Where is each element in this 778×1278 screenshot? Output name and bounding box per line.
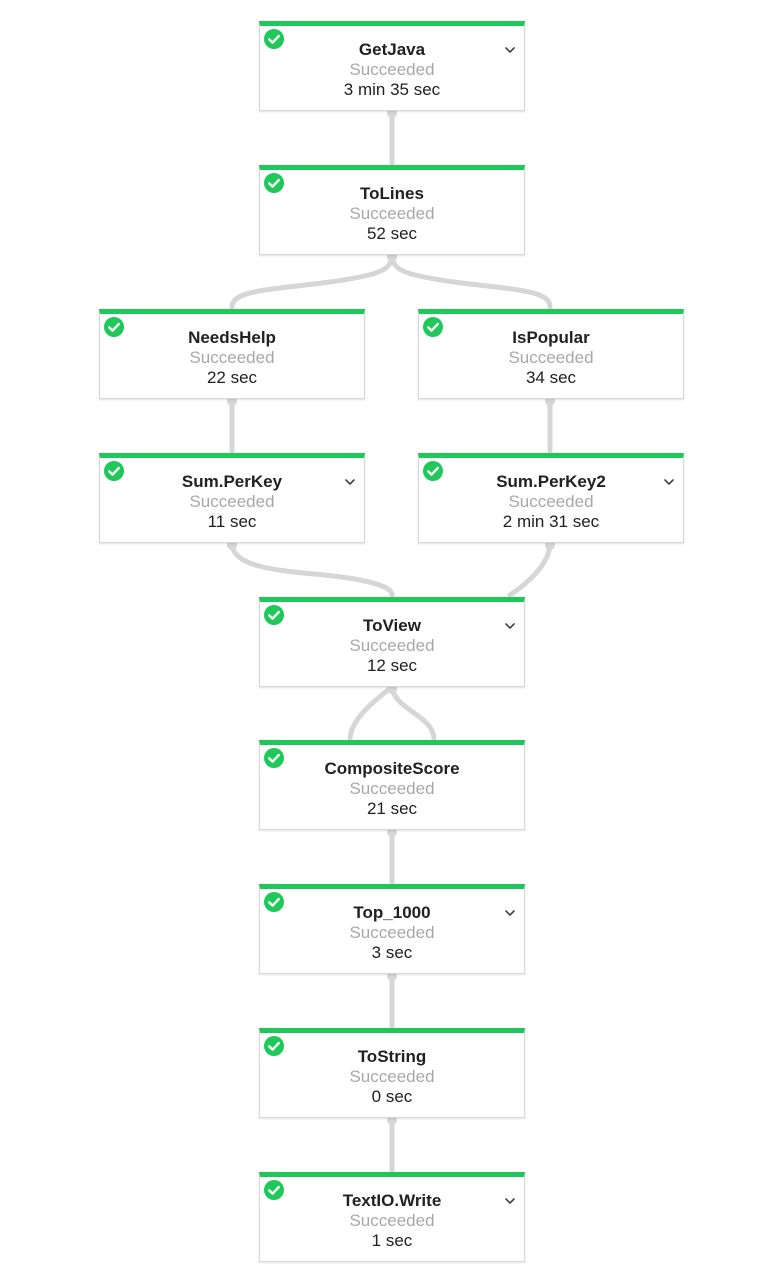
edge-sumperkey2-to-toview bbox=[507, 540, 553, 598]
step-status: Succeeded bbox=[508, 492, 594, 511]
step-duration: 3 sec bbox=[371, 943, 413, 962]
chevron-down-icon[interactable] bbox=[502, 42, 518, 58]
step-status: Succeeded bbox=[349, 1211, 435, 1230]
step-name: CompositeScore bbox=[324, 759, 460, 778]
chevron-down-icon[interactable] bbox=[661, 474, 677, 490]
step-name: Sum.PerKey2 bbox=[496, 472, 606, 491]
step-status: Succeeded bbox=[349, 636, 435, 655]
step-duration: 2 min 31 sec bbox=[502, 512, 600, 531]
step-duration: 3 min 35 sec bbox=[343, 80, 441, 99]
step-name: GetJava bbox=[358, 40, 426, 59]
step-status: Succeeded bbox=[349, 204, 435, 223]
step-duration: 34 sec bbox=[525, 368, 577, 387]
chevron-down-icon[interactable] bbox=[502, 905, 518, 921]
check-circle-icon bbox=[423, 461, 443, 481]
step-status: Succeeded bbox=[349, 779, 435, 798]
check-circle-icon bbox=[104, 461, 124, 481]
step-duration: 52 sec bbox=[366, 224, 418, 243]
check-circle-icon bbox=[264, 748, 284, 768]
check-circle-icon bbox=[264, 892, 284, 912]
step-duration: 1 sec bbox=[371, 1231, 413, 1250]
step-name: Sum.PerKey bbox=[181, 472, 283, 491]
step-name: IsPopular bbox=[512, 328, 590, 347]
check-circle-icon bbox=[264, 173, 284, 193]
check-circle-icon bbox=[423, 317, 443, 337]
chevron-down-icon[interactable] bbox=[342, 474, 358, 490]
step-name: ToLines bbox=[360, 184, 424, 203]
check-circle-icon bbox=[264, 1180, 284, 1200]
step-duration: 22 sec bbox=[206, 368, 258, 387]
edge-tolines-to-ispopular bbox=[389, 252, 553, 310]
check-circle-icon bbox=[264, 29, 284, 49]
step-name: NeedsHelp bbox=[188, 328, 276, 347]
step-name: ToView bbox=[363, 616, 421, 635]
step-duration: 21 sec bbox=[366, 799, 418, 818]
chevron-down-icon[interactable] bbox=[502, 618, 518, 634]
step-name: ToString bbox=[357, 1047, 427, 1066]
step-status: Succeeded bbox=[349, 60, 435, 79]
step-duration: 11 sec bbox=[207, 512, 257, 531]
step-status: Succeeded bbox=[508, 348, 594, 367]
step-status: Succeeded bbox=[349, 923, 435, 942]
check-circle-icon bbox=[104, 317, 124, 337]
step-status: Succeeded bbox=[189, 492, 275, 511]
step-duration: 12 sec bbox=[366, 656, 418, 675]
check-circle-icon bbox=[264, 1036, 284, 1056]
edge-tolines-to-needshelp bbox=[229, 252, 395, 310]
step-status: Succeeded bbox=[349, 1067, 435, 1086]
step-name: TextIO.Write bbox=[342, 1191, 442, 1210]
step-status: Succeeded bbox=[189, 348, 275, 367]
chevron-down-icon[interactable] bbox=[502, 1193, 518, 1209]
step-name: Top_1000 bbox=[353, 903, 431, 922]
edge-toview-to-compositescore bbox=[389, 684, 437, 741]
step-duration: 0 sec bbox=[371, 1087, 413, 1106]
check-circle-icon bbox=[264, 605, 284, 625]
edge-sumperkey-to-toview bbox=[229, 540, 395, 598]
edge-toview-to-compositescore bbox=[347, 684, 395, 741]
